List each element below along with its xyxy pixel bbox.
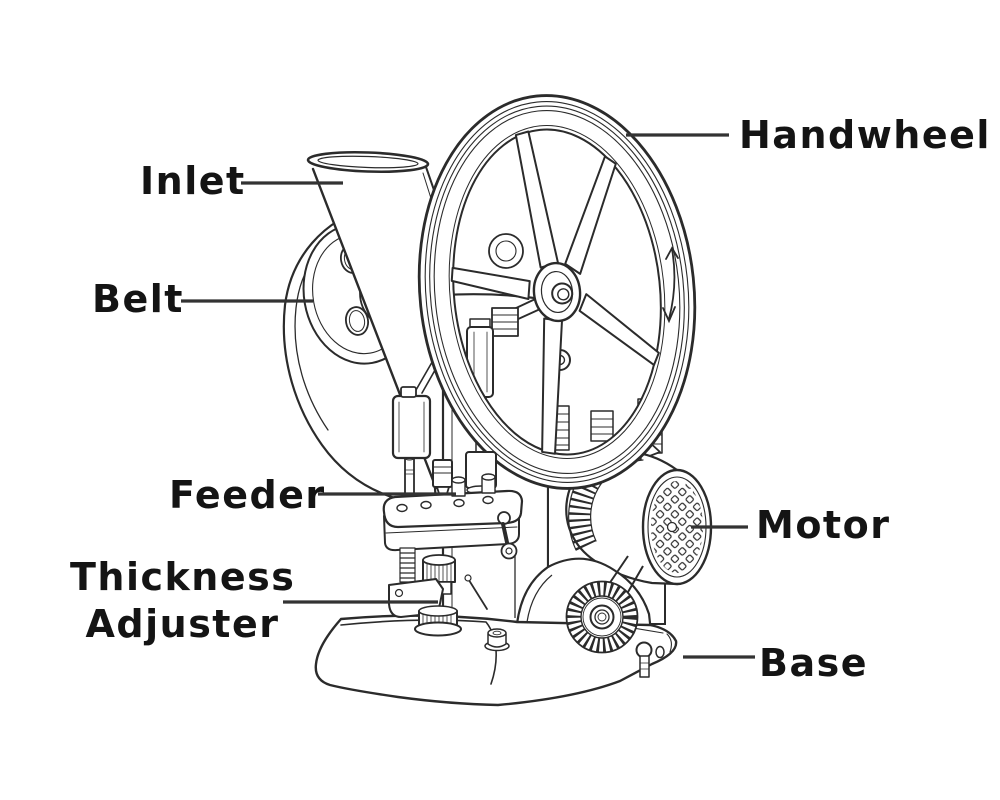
label-handwheel: Handwheel xyxy=(739,113,991,157)
upper-punch xyxy=(432,459,453,488)
handwheel-hub xyxy=(532,261,582,323)
rotation-arrow xyxy=(662,246,679,324)
label-motor: Motor xyxy=(756,503,891,547)
pulley-knurl xyxy=(567,582,637,652)
label-thickness-adjuster: Thickness Adjuster xyxy=(70,554,295,648)
feeder-crank xyxy=(497,511,511,525)
label-thickness-adjuster-line2: Adjuster xyxy=(85,602,280,646)
thickness-adjuster-drawing xyxy=(388,547,488,637)
label-inlet: Inlet xyxy=(140,159,246,203)
feeder-drawing xyxy=(382,386,524,560)
punch-head-box xyxy=(391,394,432,460)
leader-lines xyxy=(181,133,755,659)
label-base: Base xyxy=(759,641,868,685)
pulley-drawing xyxy=(565,580,639,654)
handwheel-drawing xyxy=(417,94,697,490)
label-feeder: Feeder xyxy=(169,473,326,517)
feeder-pillar xyxy=(404,457,415,499)
label-belt: Belt xyxy=(92,277,184,321)
label-thickness-adjuster-line1: Thickness xyxy=(70,555,296,599)
